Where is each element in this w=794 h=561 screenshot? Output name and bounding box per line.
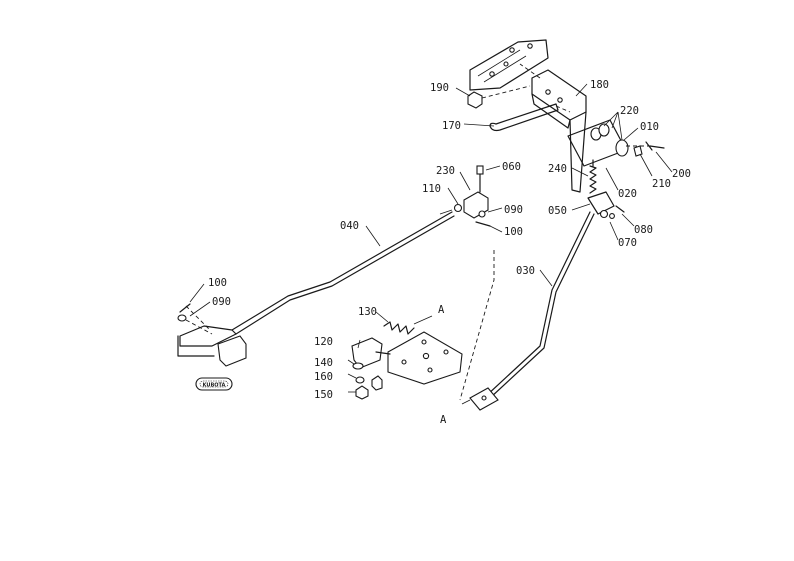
rod-040 — [231, 209, 455, 335]
label-220: 220 — [620, 105, 639, 117]
clevis-230 — [453, 165, 495, 401]
label-190: 190 — [430, 82, 449, 94]
label-010: 010 — [640, 121, 659, 133]
bolt-190 — [467, 85, 531, 109]
label-160: 160 — [314, 371, 333, 383]
label-170: 170 — [442, 120, 461, 132]
label-090-upper: 090 — [504, 204, 523, 216]
label-230: 230 — [436, 165, 455, 177]
left-bracket — [177, 303, 247, 367]
leader-lines — [189, 83, 673, 393]
label-130: 130 — [358, 306, 377, 318]
pivot-assembly — [567, 119, 665, 167]
label-150: 150 — [314, 389, 333, 401]
logo-text: KUBOTA — [203, 383, 226, 389]
label-210: 210 — [652, 178, 671, 190]
pedal-plate — [387, 331, 463, 385]
mounting-plate — [469, 39, 549, 91]
bracket-120 — [351, 337, 391, 400]
label-180: 180 — [590, 79, 609, 91]
label-070: 070 — [618, 237, 637, 249]
label-200: 200 — [672, 168, 691, 180]
label-100-left: 100 — [208, 277, 227, 289]
spring-240 — [589, 159, 597, 194]
label-020: 020 — [618, 188, 637, 200]
ref-a-upper: A — [438, 304, 445, 316]
ref-a-lower: A — [440, 414, 447, 426]
label-060: 060 — [502, 161, 521, 173]
label-090-left: 090 — [212, 296, 231, 308]
bracket-180 — [519, 63, 587, 193]
rod-170 — [489, 103, 571, 132]
rod-030 — [461, 211, 595, 411]
label-240: 240 — [548, 163, 567, 175]
part-labels: 180 190 170 220 010 200 210 020 240 050 … — [203, 79, 691, 426]
label-030: 030 — [516, 265, 535, 277]
label-050: 050 — [548, 205, 567, 217]
logo-badge — [195, 377, 233, 391]
label-080: 080 — [634, 224, 653, 236]
label-110: 110 — [422, 183, 441, 195]
lever-lower — [587, 191, 625, 219]
label-040: 040 — [340, 220, 359, 232]
label-140: 140 — [314, 357, 333, 369]
label-120: 120 — [314, 336, 333, 348]
label-100-upper: 100 — [504, 226, 523, 238]
spring-130 — [383, 315, 433, 335]
